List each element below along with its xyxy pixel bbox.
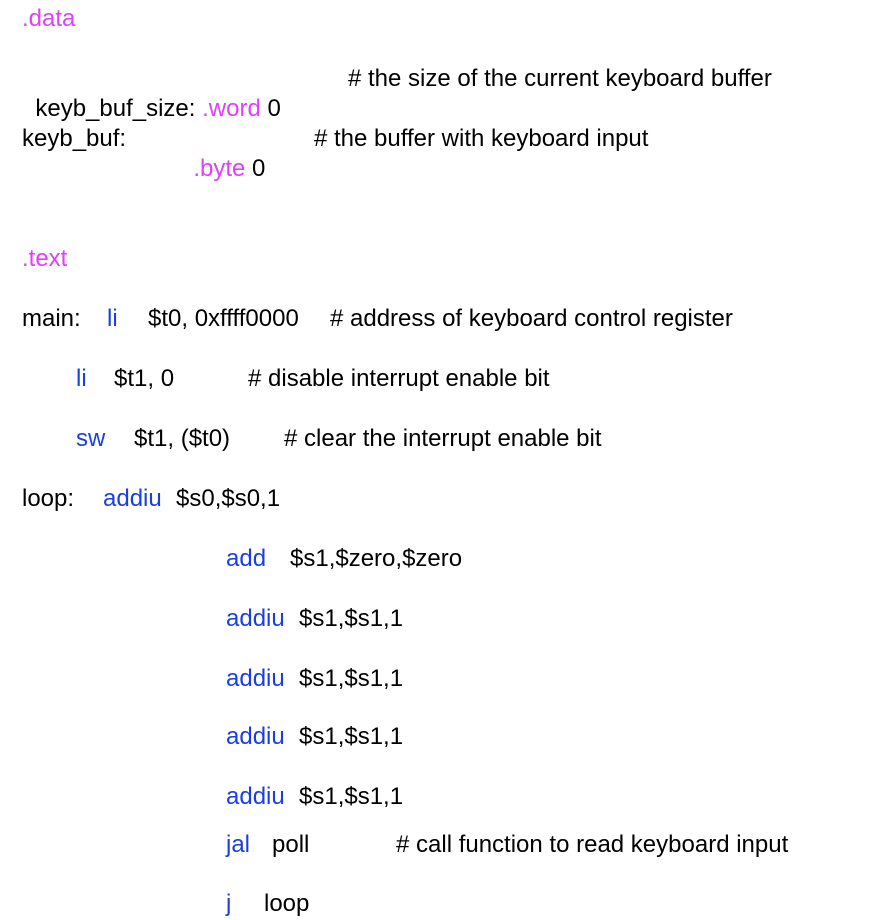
op-sw: sw xyxy=(76,425,106,452)
comment-keyb-buf: # the buffer with keyboard input xyxy=(314,125,649,152)
op-j: j xyxy=(226,890,232,917)
args-addiu-2: $s1,$s1,1 xyxy=(299,665,404,692)
byte-directive: .byte xyxy=(193,155,246,182)
op-add: add xyxy=(226,545,267,572)
byte-value: 0 xyxy=(252,155,266,182)
args-addiu-1: $s1,$s1,1 xyxy=(299,605,404,632)
label-main: main: xyxy=(22,305,81,332)
args-sw: $t1, ($t0) xyxy=(134,425,231,452)
args-j: loop xyxy=(264,890,310,917)
word-directive: .word xyxy=(202,95,261,122)
label-keyb-buf-size: keyb_buf_size: xyxy=(35,95,196,122)
comment-jal: # call function to read keyboard input xyxy=(396,831,789,858)
op-addiu-3: addiu xyxy=(226,723,285,750)
args-li-t1: $t1, 0 xyxy=(114,365,175,392)
args-addiu-3: $s1,$s1,1 xyxy=(299,723,404,750)
args-main-li: $t0, 0xffff0000 xyxy=(148,305,299,332)
args-add: $s1,$zero,$zero xyxy=(290,545,463,572)
args-jal: poll xyxy=(272,831,310,858)
comment-sw: # clear the interrupt enable bit xyxy=(284,425,602,452)
op-li-t1: li xyxy=(76,365,87,392)
op-addiu-1: addiu xyxy=(226,605,285,632)
args-loop-addiu: $s0,$s0,1 xyxy=(176,485,281,512)
text-directive: .text xyxy=(22,245,68,272)
op-addiu-4: addiu xyxy=(226,783,285,810)
word-value: 0 xyxy=(267,95,281,122)
comment-keyb-buf-size: # the size of the current keyboard buffe… xyxy=(348,65,772,92)
args-addiu-4: $s1,$s1,1 xyxy=(299,783,404,810)
op-loop-addiu: addiu xyxy=(103,485,162,512)
comment-li-t1: # disable interrupt enable bit xyxy=(248,365,550,392)
code-line-keyb-buf-size: keyb_buf_size: .word 0 xyxy=(22,64,281,124)
data-directive: .data xyxy=(22,5,76,32)
op-jal: jal xyxy=(226,831,251,858)
comment-main-li: # address of keyboard control register xyxy=(330,305,733,332)
code-line-keyb-buf: .byte 0 xyxy=(180,124,265,184)
op-main-li: li xyxy=(107,305,118,332)
op-addiu-2: addiu xyxy=(226,665,285,692)
label-loop: loop: xyxy=(22,485,75,512)
label-keyb-buf: keyb_buf: xyxy=(22,125,127,152)
